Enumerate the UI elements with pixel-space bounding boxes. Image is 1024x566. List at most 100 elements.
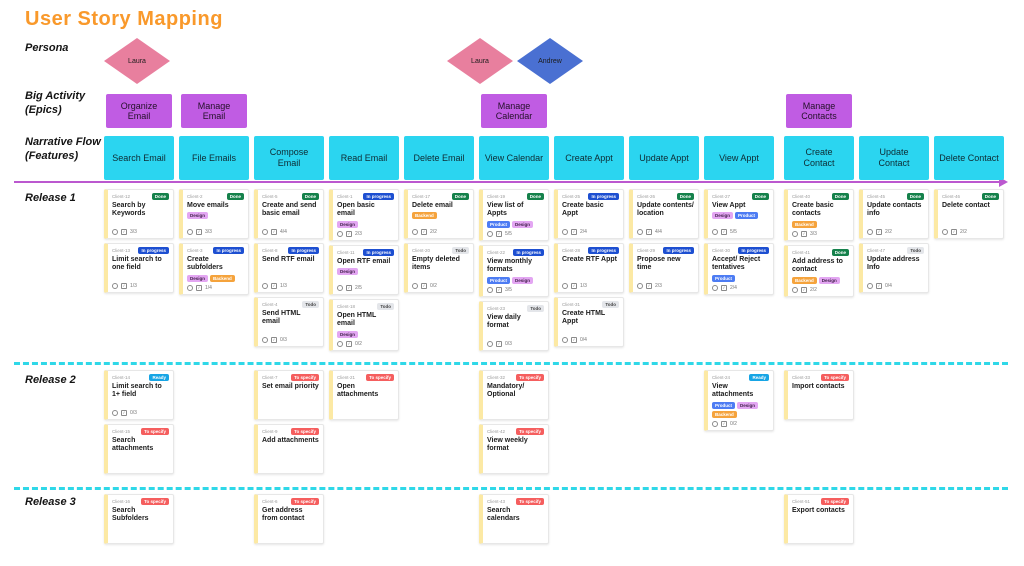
subtasks-checkbox-icon: ✓ [346,230,352,237]
epic-card[interactable]: Organize Email [106,94,172,128]
feature-card[interactable]: Read Email [329,136,399,180]
card-title: Search attachments [112,437,154,453]
row-label-features: Narrative Flow (Features) [25,136,101,162]
card-client-id: Client-1 [337,194,353,199]
card-client-id: Client-9 [262,429,278,434]
tag-badge: Product [487,276,511,284]
feature-card[interactable]: Search Email [104,136,174,180]
persona-diamond[interactable]: Andrew [517,38,583,84]
status-badge: To specify [516,374,544,381]
feature-card[interactable]: Compose Email [254,136,324,180]
persona-name: Laura [128,57,146,65]
subtasks-checkbox-icon: ✓ [721,229,727,235]
subtask-count: 0/4 [580,337,587,343]
subtasks-checkbox-icon: ✓ [271,283,277,289]
status-badge: To specify [366,374,394,381]
feature-card[interactable]: Create Appt [554,136,624,180]
subtask-count: 0/3 [130,410,137,416]
card-client-id: Client-46 [942,194,961,199]
feature-card[interactable]: Update Contact [859,136,929,180]
status-badge: Done [981,193,999,200]
feature-card[interactable]: Delete Contact [934,136,1004,180]
persona-diamond[interactable]: Laura [447,38,513,84]
narrative-flow-arrow-head-icon [999,177,1008,187]
card-tags: Design [337,220,394,228]
count-circle-icon [867,283,873,289]
status-badge: To specify [291,374,319,381]
feature-card[interactable]: File Emails [179,136,249,180]
tag-badge: Design [337,220,359,228]
epic-card[interactable]: Manage Email [181,94,247,128]
feature-card[interactable]: Create Contact [784,136,854,180]
tag-badge: Design [337,268,359,276]
epic-card[interactable]: Manage Calendar [481,94,547,128]
tag-badge: Backend [712,410,737,418]
count-circle-icon [337,340,343,347]
card-title: View daily format [487,313,521,329]
card-client-id: Client-26 [637,194,656,199]
subtasks-checkbox-icon: ✓ [951,229,957,235]
subtasks-checkbox-icon: ✓ [121,410,127,416]
card-footer: ✓1/3 [112,280,169,289]
persona-diamond[interactable]: Laura [104,38,170,84]
status-badge: To specify [141,498,169,505]
status-badge: Done [526,193,544,200]
feature-card[interactable]: Delete Email [404,136,474,180]
count-circle-icon [262,283,268,289]
feature-card[interactable]: View Calendar [479,136,549,180]
subtask-count: 2/3 [655,283,662,289]
epic-card[interactable]: Manage Contacts [786,94,852,128]
feature-card[interactable]: View Appt [704,136,774,180]
subtask-count: 0/2 [430,283,437,289]
feature-card[interactable]: Update Appt [629,136,699,180]
count-circle-icon [792,286,798,293]
